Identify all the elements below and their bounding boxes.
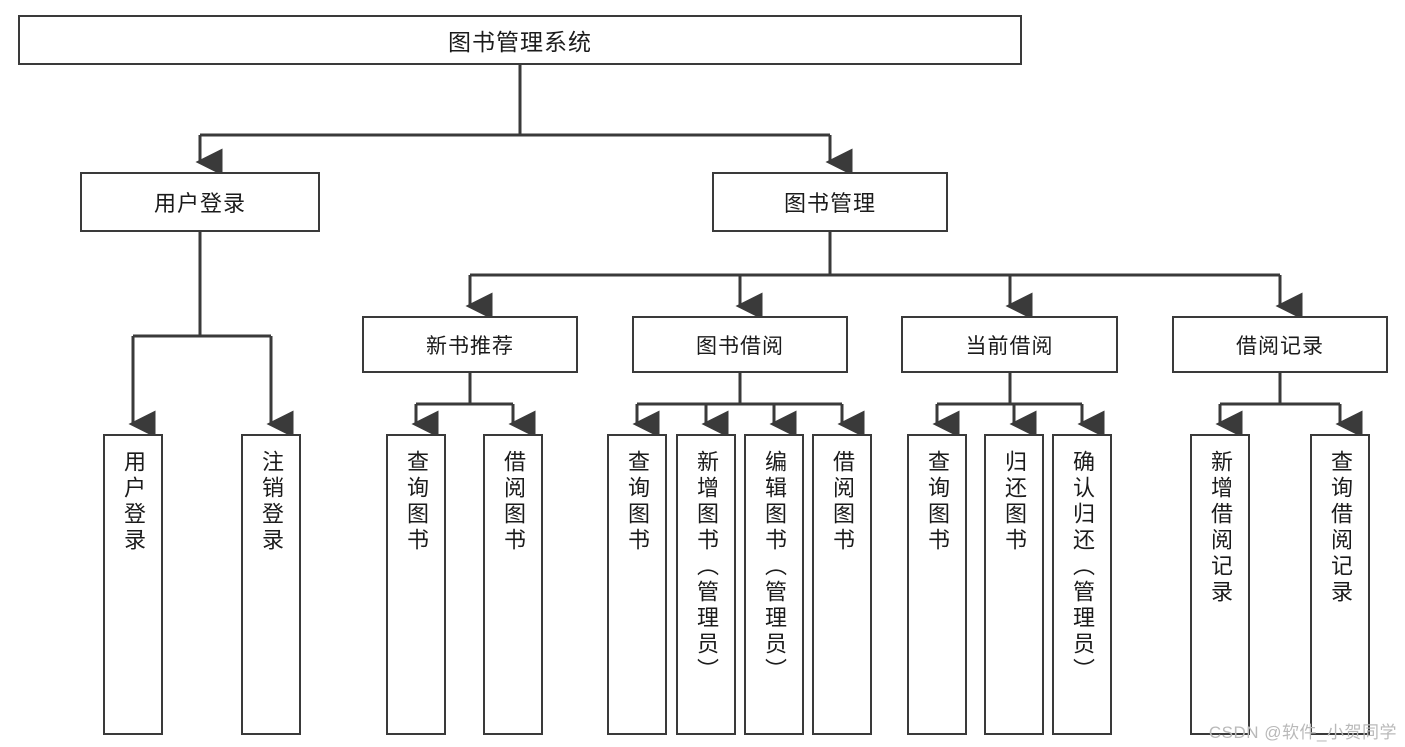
node-leaf-query-record-label: 查询借阅记录: [1328, 450, 1353, 606]
node-leaf-confirm-return-label: 确认归还（管理员）: [1070, 450, 1095, 684]
node-leaf-add-record[interactable]: 新增借阅记录: [1190, 434, 1250, 735]
node-leaf-borrow-book[interactable]: 借阅图书: [812, 434, 872, 735]
node-leaf-user-logout[interactable]: 注销登录: [241, 434, 301, 735]
node-leaf-edit-book-label: 编辑图书（管理员）: [762, 450, 787, 684]
node-book-manage[interactable]: 图书管理: [712, 172, 948, 232]
node-leaf-query-book-cur-label: 查询图书: [925, 450, 950, 554]
node-leaf-query-book-rec-label: 查询图书: [404, 450, 429, 554]
node-leaf-query-book-rec[interactable]: 查询图书: [386, 434, 446, 735]
node-leaf-add-book[interactable]: 新增图书（管理员）: [676, 434, 736, 735]
node-leaf-query-book-borrow-label: 查询图书: [625, 450, 650, 554]
node-leaf-query-book-cur[interactable]: 查询图书: [907, 434, 967, 735]
node-leaf-query-record[interactable]: 查询借阅记录: [1310, 434, 1370, 735]
node-current-borrow-label: 当前借阅: [965, 334, 1054, 358]
node-leaf-return-book[interactable]: 归还图书: [984, 434, 1044, 735]
node-current-borrow[interactable]: 当前借阅: [901, 316, 1118, 373]
node-leaf-add-record-label: 新增借阅记录: [1208, 450, 1233, 606]
node-root[interactable]: 图书管理系统: [18, 15, 1022, 65]
watermark-text: CSDN @软件_小贺同学: [1208, 723, 1397, 742]
node-leaf-edit-book[interactable]: 编辑图书（管理员）: [744, 434, 804, 735]
node-leaf-return-book-label: 归还图书: [1002, 450, 1027, 554]
node-leaf-user-login[interactable]: 用户登录: [103, 434, 163, 735]
node-new-book-rec-label: 新书推荐: [426, 334, 514, 358]
node-user-login[interactable]: 用户登录: [80, 172, 320, 232]
node-new-book-rec[interactable]: 新书推荐: [362, 316, 578, 373]
node-borrow-record-label: 借阅记录: [1236, 334, 1324, 358]
node-book-manage-label: 图书管理: [783, 191, 876, 216]
node-leaf-query-book-borrow[interactable]: 查询图书: [607, 434, 667, 735]
node-borrow-record[interactable]: 借阅记录: [1172, 316, 1388, 373]
node-leaf-user-login-label: 用户登录: [121, 450, 146, 554]
node-leaf-add-book-label: 新增图书（管理员）: [694, 450, 719, 684]
node-book-borrow[interactable]: 图书借阅: [632, 316, 848, 373]
node-leaf-borrow-book-rec[interactable]: 借阅图书: [483, 434, 543, 735]
node-leaf-borrow-book-label: 借阅图书: [830, 450, 855, 554]
node-leaf-borrow-book-rec-label: 借阅图书: [501, 450, 526, 554]
node-root-label: 图书管理系统: [448, 29, 592, 55]
node-book-borrow-label: 图书借阅: [696, 334, 784, 358]
node-leaf-user-logout-label: 注销登录: [259, 450, 284, 554]
node-user-login-label: 用户登录: [153, 191, 246, 216]
node-leaf-confirm-return[interactable]: 确认归还（管理员）: [1052, 434, 1112, 735]
